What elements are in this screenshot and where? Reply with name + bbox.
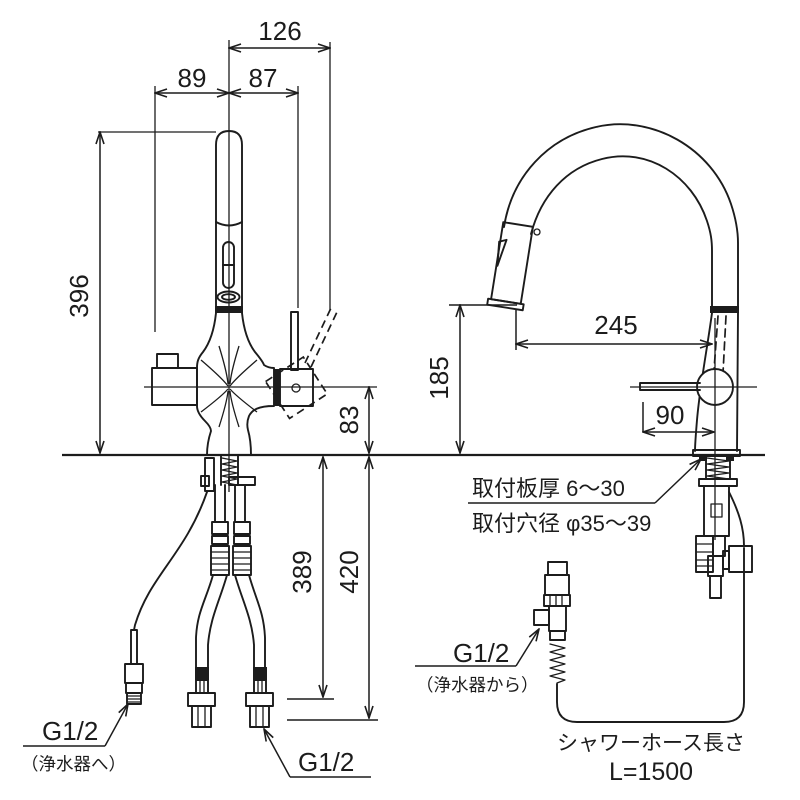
dim-spout-height: 185: [424, 356, 454, 399]
side-gooseneck: [503, 123, 739, 308]
dim-height: 396: [64, 274, 94, 317]
lever-pivot: [291, 383, 301, 393]
side-spray-head: [486, 221, 534, 312]
dim-hose-length-2: 420: [334, 550, 364, 593]
lever-stick-dashed-2: [310, 311, 338, 368]
note-to-purifier: （浄水器へ）: [21, 754, 126, 774]
side-dimensions: [415, 305, 714, 667]
dim-spout-reach: 245: [594, 310, 637, 340]
front-left-handle: [151, 353, 198, 406]
label-shower-hose: シャワーホース長さ: [557, 732, 745, 755]
front-view: 126 89 87 396 83 389 420 G1/2 （浄水器へ） G1/…: [21, 16, 378, 778]
label-connection-left: G1/2: [42, 716, 98, 746]
dim-spout-total-width: 126: [258, 16, 301, 46]
label-shower-hose-length: L=1500: [609, 758, 693, 786]
front-body: [196, 312, 275, 456]
dim-handle-length: 90: [656, 400, 685, 430]
front-hoses: [187, 574, 274, 728]
label-connection-bottom: G1/2: [298, 747, 354, 777]
lever-stick: [290, 311, 299, 371]
lever-band: [274, 369, 280, 406]
dim-spout-right: 87: [249, 63, 278, 93]
front-centerlines: [98, 40, 377, 492]
front-purifier-tube: [124, 491, 208, 705]
front-spout-band: [215, 306, 243, 313]
dim-hose-length-1: 389: [287, 550, 317, 593]
front-body-contours: [200, 345, 258, 428]
side-centerlines: [630, 318, 757, 540]
lever-stick-dashed-1: [304, 307, 332, 364]
dim-body-height: 83: [334, 406, 364, 435]
label-mounting-thickness: 取付板厚 6～30: [472, 476, 625, 501]
side-spout-band: [710, 306, 739, 313]
side-undercounter: [556, 455, 753, 723]
front-dimensions: [23, 48, 378, 778]
side-view: 245 185 90 取付板厚 6～30 取付穴径 φ35～39 G1/2 （浄…: [415, 123, 757, 786]
front-undercounter: [200, 454, 256, 576]
front-spout: [215, 130, 243, 307]
note-from-purifier: （浄水器から）: [416, 675, 539, 695]
dim-spout-left: 89: [178, 63, 207, 93]
front-right-lever: [264, 307, 338, 420]
side-branch-valve: [533, 561, 571, 684]
label-connection-side: G1/2: [453, 638, 509, 668]
lever-body-rotated-dashed: [264, 355, 329, 420]
label-mounting-hole: 取付穴径 φ35～39: [472, 511, 651, 536]
lever-body: [279, 368, 314, 407]
